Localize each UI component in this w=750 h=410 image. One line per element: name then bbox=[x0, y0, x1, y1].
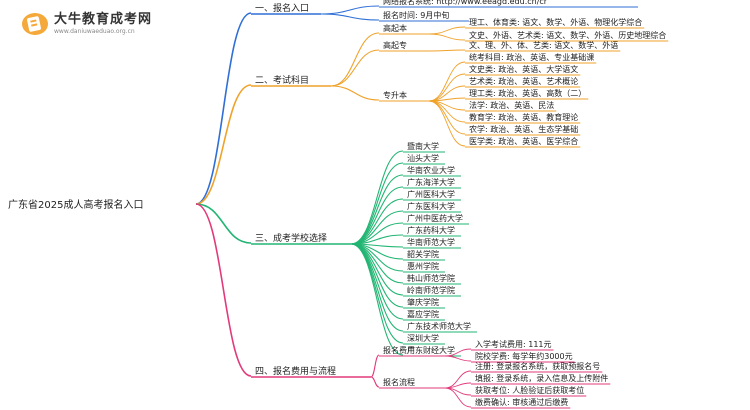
leaf-topic: 文史、外语、艺术类: 语文、数学、外语、历史地理综合 bbox=[469, 30, 666, 40]
school-item: 韩山师范学院 bbox=[407, 273, 455, 283]
school-item: 汕头大学 bbox=[407, 153, 439, 163]
leaf-connector bbox=[428, 49, 466, 52]
leaf-connector bbox=[428, 33, 466, 41]
school-item: 岭南师范学院 bbox=[407, 285, 455, 295]
leaf-topic: 统考科目: 政治、英语、专业基础课 bbox=[469, 52, 594, 62]
sub-connector bbox=[350, 162, 404, 245]
sub-topic: 报名时间: 9月中旬 bbox=[383, 10, 449, 20]
sub-topic: 报名流程 bbox=[383, 377, 415, 387]
leaf-topic: 法学: 政治、英语、民法 bbox=[469, 100, 554, 110]
leaf-topic: 文史类: 政治、英语、大学语文 bbox=[469, 64, 578, 74]
sub-connector bbox=[350, 150, 404, 245]
sub-connector bbox=[370, 354, 380, 378]
school-item: 深圳大学 bbox=[407, 333, 439, 343]
leaf-topic: 缴费确认: 审核通过后缴费 bbox=[475, 397, 568, 407]
site-logo: 大牛教育成考网 www.daniuwaeduao.org.cn bbox=[22, 13, 152, 35]
leaf-topic: 农学: 政治、英语、生态学基础 bbox=[469, 124, 578, 134]
branch-label: 三、成考学校选择 bbox=[255, 232, 327, 244]
leaf-topic: 文、理、外、体、艺类: 语文、数学、外语 bbox=[469, 40, 618, 50]
school-item: 惠州学院 bbox=[407, 261, 439, 271]
leaf-connector bbox=[444, 387, 472, 408]
sub-topic: 高起本 bbox=[383, 23, 407, 33]
leaf-connector bbox=[428, 61, 466, 102]
sub-connector bbox=[320, 5, 380, 15]
leaf-topic: 理工类: 政治、英语、高数（二） bbox=[469, 88, 586, 98]
school-item: 肇庆学院 bbox=[407, 297, 439, 307]
sub-connector bbox=[320, 13, 380, 21]
branch-connector bbox=[195, 203, 252, 244]
school-item: 广东医科大学 bbox=[407, 201, 455, 211]
school-item: 广州医科大学 bbox=[407, 189, 455, 199]
sub-connector bbox=[350, 243, 404, 356]
leaf-topic: 填报: 登录系统，录入信息及上传附件 bbox=[475, 373, 608, 383]
logo-url: www.daniuwaeduao.org.cn bbox=[54, 28, 135, 35]
leaf-connector bbox=[428, 100, 466, 147]
leaf-topic: 教育学: 政治、英语、教育理论 bbox=[469, 112, 578, 122]
sub-connector bbox=[330, 49, 380, 87]
sub-connector bbox=[330, 32, 380, 87]
school-item: 嘉应学院 bbox=[407, 309, 439, 319]
leaf-topic: 理工、体育类: 语文、数学、外语、物理化学综合 bbox=[469, 17, 642, 27]
school-item: 广州中医药大学 bbox=[407, 213, 463, 223]
leaf-connector bbox=[444, 355, 472, 362]
leaf-connector bbox=[428, 26, 466, 35]
root-topic: 广东省2025成人高考报名入口 bbox=[8, 198, 143, 211]
school-item: 韶关学院 bbox=[407, 249, 439, 259]
sub-connector bbox=[330, 85, 380, 101]
leaf-topic: 获取考位: 人脸验证后获取考位 bbox=[475, 385, 584, 395]
branch-connector bbox=[195, 203, 252, 377]
branch-connector bbox=[195, 12, 252, 205]
sub-topic: 网络报名系统: http://www.eeagd.edu.cn/cr bbox=[383, 0, 548, 6]
leaf-connector bbox=[428, 100, 466, 123]
school-item: 广东技术师范大学 bbox=[407, 321, 471, 331]
sub-connector bbox=[350, 198, 404, 245]
leaf-topic: 入学考试费用: 111元 bbox=[475, 339, 552, 349]
school-item: 广东药科大学 bbox=[407, 225, 455, 235]
sub-connector bbox=[350, 243, 404, 284]
leaf-topic: 艺术类: 政治、英语、艺术概论 bbox=[469, 76, 578, 86]
sub-topic: 高起专 bbox=[383, 40, 407, 50]
branch-label: 四、报名费用与流程 bbox=[255, 365, 336, 377]
leaf-topic: 医学类: 政治、英语、医学综合 bbox=[469, 136, 578, 146]
book-icon bbox=[22, 13, 48, 35]
school-item: 华南农业大学 bbox=[407, 165, 455, 175]
school-item: 华南师范大学 bbox=[407, 237, 455, 247]
leaf-topic: 注册: 登录报名系统，获取预报名号 bbox=[475, 361, 600, 371]
sub-topic: 报名费用 bbox=[383, 345, 415, 355]
branch-connector bbox=[195, 84, 252, 205]
school-item: 广东海洋大学 bbox=[407, 177, 455, 187]
logo-title: 大牛教育成考网 bbox=[54, 12, 153, 27]
school-item: 广东财经大学 bbox=[407, 345, 455, 355]
branch-label: 二、考试科目 bbox=[255, 74, 309, 86]
sub-topic: 专升本 bbox=[383, 90, 407, 100]
leaf-topic: 院校学费: 每学年约3000元 bbox=[475, 351, 573, 361]
leaf-connector bbox=[428, 73, 466, 102]
sub-connector bbox=[370, 376, 380, 388]
school-item: 暨南大学 bbox=[407, 141, 439, 151]
branch-label: 一、报名入口 bbox=[255, 2, 309, 14]
